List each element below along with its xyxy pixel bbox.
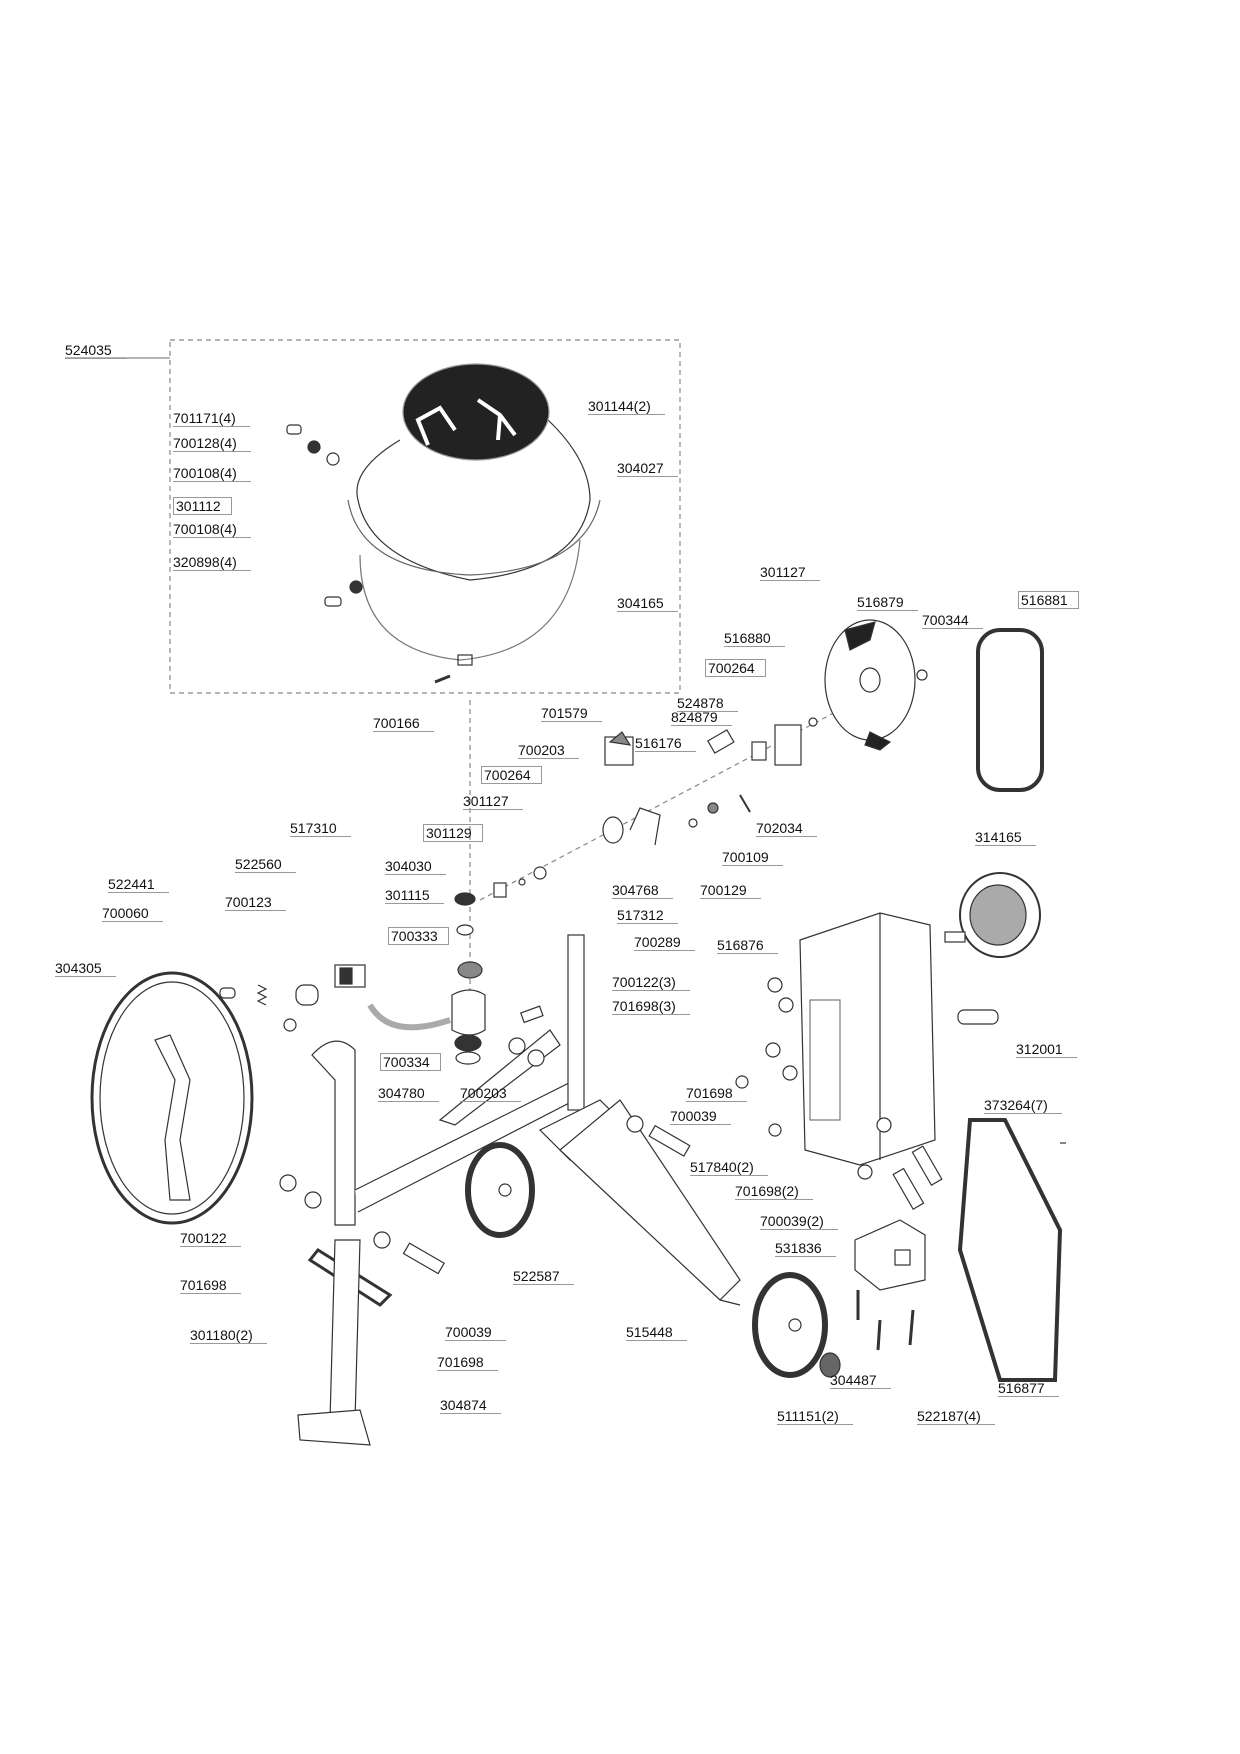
part-label: 700344: [922, 612, 983, 629]
part-label: 701698: [686, 1085, 747, 1102]
part-label: 517312: [617, 907, 678, 924]
switch-box: [854, 1219, 926, 1351]
part-label: 314165: [975, 829, 1036, 846]
shaft-axis: [479, 669, 916, 901]
part-label: 524878: [677, 695, 738, 712]
part-label: 304165: [617, 595, 678, 612]
frame: [297, 934, 741, 1446]
drum-lower: [359, 539, 581, 666]
part-label: 702034: [756, 820, 817, 837]
part-label: 301144(2): [588, 398, 665, 415]
part-label: 515448: [626, 1324, 687, 1341]
part-label: 516877: [998, 1380, 1059, 1397]
part-label: 304305: [55, 960, 116, 977]
part-label: 700333: [388, 927, 449, 945]
part-label: 701698: [180, 1277, 241, 1294]
part-label: 301129: [423, 824, 483, 842]
part-label: 516881: [1018, 591, 1079, 609]
part-label: 531836: [775, 1240, 836, 1257]
part-label: 700039: [445, 1324, 506, 1341]
part-label: 700123: [225, 894, 286, 911]
part-label: 320898(4): [173, 554, 251, 571]
part-label: 700108(4): [173, 521, 251, 538]
part-label: 312001: [1016, 1041, 1077, 1058]
part-label: 522187(4): [917, 1408, 995, 1425]
part-label: 301127: [463, 793, 523, 810]
hand-wheel: [90, 971, 254, 1225]
part-label: 517310: [290, 820, 351, 837]
part-label: 301115: [385, 887, 444, 904]
part-label: 301127: [760, 564, 820, 581]
part-label: 304027: [617, 460, 678, 477]
part-label: 700334: [380, 1053, 441, 1071]
part-label: 700122(3): [612, 974, 690, 991]
part-label: 516879: [857, 594, 918, 611]
part-label: 511151(2): [777, 1408, 853, 1425]
part-label: 522441: [108, 876, 169, 893]
part-label: 701698(2): [735, 1183, 813, 1200]
part-label: 700264: [481, 766, 542, 784]
motor: [944, 872, 1041, 1025]
part-label: 700039(2): [760, 1213, 838, 1230]
part-label: 700039: [670, 1108, 731, 1125]
part-label: 701698: [437, 1354, 498, 1371]
part-label: 516176: [635, 735, 696, 752]
part-label: 700128(4): [173, 435, 251, 452]
part-label: 701579: [541, 705, 602, 722]
part-label: 700122: [180, 1230, 241, 1247]
part-label: 517840(2): [690, 1159, 768, 1176]
part-label: 304780: [378, 1085, 439, 1102]
part-label: 700264: [705, 659, 766, 677]
belt: [976, 628, 1044, 792]
part-label: 304030: [385, 858, 446, 875]
bolts: [286, 424, 451, 684]
part-label: 824879: [671, 709, 732, 726]
part-label: 373264(7): [984, 1097, 1062, 1114]
drum-assembly-boundary: [169, 339, 681, 694]
motor-housing: [799, 912, 936, 1166]
part-label: 524035: [65, 342, 126, 359]
part-label: 304874: [440, 1397, 501, 1414]
drum-upper: [347, 363, 601, 581]
part-label: 304768: [612, 882, 673, 899]
part-label: 700109: [722, 849, 783, 866]
cover: [957, 1118, 1063, 1382]
part-label: 700060: [102, 905, 163, 922]
part-label: 304487: [830, 1372, 891, 1389]
part-label: 700289: [634, 934, 695, 951]
wheels: [465, 1142, 841, 1378]
part-label: 700129: [700, 882, 761, 899]
fasteners: [279, 977, 1066, 1275]
part-label: 700203: [518, 742, 579, 759]
part-label: 301112: [173, 497, 232, 515]
part-label: 301180(2): [190, 1327, 267, 1344]
part-label: 700108(4): [173, 465, 251, 482]
part-label: 522560: [235, 856, 296, 873]
part-label: 516876: [717, 937, 778, 954]
part-label: 516880: [724, 630, 785, 647]
part-label: 700166: [373, 715, 434, 732]
drive-parts: [219, 619, 928, 1065]
part-label: 701698(3): [612, 998, 690, 1015]
part-label: 700203: [460, 1085, 521, 1102]
part-label: 701171(4): [173, 410, 250, 427]
part-label: 522587: [513, 1268, 574, 1285]
